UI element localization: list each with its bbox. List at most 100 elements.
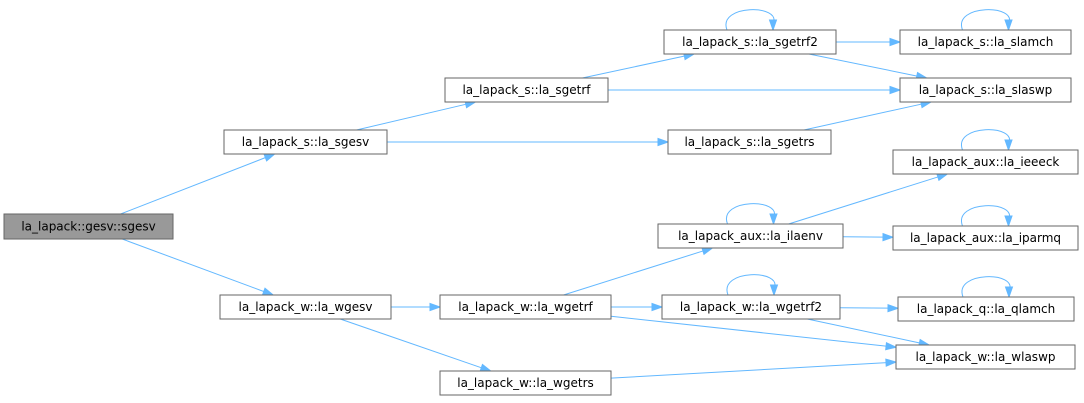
node-la_wgesv[interactable]: la_lapack_w::la_wgesv bbox=[219, 294, 392, 320]
arrow-head bbox=[1004, 286, 1014, 299]
node-label: la_lapack_s::la_sgesv bbox=[242, 135, 370, 149]
node-la_sgetrf2[interactable]: la_lapack_s::la_sgetrf2 bbox=[663, 29, 837, 55]
node-sgesv[interactable]: la_lapack::gesv::sgesv bbox=[3, 213, 174, 240]
edge-la_sgetrf2-to-la_slamch bbox=[836, 37, 902, 47]
node-label: la_lapack_w::la_wgetrf2 bbox=[680, 300, 822, 314]
node-la_sgetrs[interactable]: la_lapack_s::la_sgetrs bbox=[667, 129, 832, 155]
edge-line bbox=[726, 274, 776, 296]
edge-la_sgetrf2-to-la_slaswp bbox=[808, 53, 929, 81]
node-box bbox=[892, 225, 1079, 251]
edge-la_ilaenv-to-la_iparmq bbox=[842, 232, 895, 242]
node-box bbox=[895, 344, 1076, 370]
edge-la_wgetrf-to-la_wlaswp bbox=[610, 315, 898, 351]
node-box bbox=[3, 213, 174, 240]
node-box bbox=[892, 149, 1079, 175]
node-la_wlaswp[interactable]: la_lapack_w::la_wlaswp bbox=[895, 344, 1076, 370]
edge-sgesv-to-la_wgesv bbox=[122, 238, 275, 296]
edge-la_slamch-to-la_slamch bbox=[961, 9, 1013, 32]
edge-line bbox=[340, 318, 483, 369]
edge-line bbox=[610, 362, 888, 379]
arrow-head bbox=[889, 85, 902, 95]
edge-la_ieeeck-to-la_ieeeck bbox=[961, 129, 1013, 152]
node-la_qlamch[interactable]: la_lapack_q::la_qlamch bbox=[897, 296, 1075, 322]
arrow-head bbox=[479, 363, 493, 372]
arrow-head bbox=[769, 284, 779, 297]
edge-la_wgetrf2-to-la_qlamch bbox=[839, 303, 900, 313]
node-label: la_lapack_aux::la_iparmq bbox=[910, 231, 1061, 245]
arrow-head bbox=[429, 302, 442, 312]
node-label: la_lapack_w::la_wgetrs bbox=[457, 376, 594, 390]
node-box bbox=[899, 77, 1072, 103]
arrow-head bbox=[1004, 19, 1013, 32]
arrow-head bbox=[1004, 139, 1013, 152]
arrow-head bbox=[657, 137, 670, 147]
edge-la_wgetrf-to-la_ilaenv bbox=[563, 247, 714, 296]
node-label: la_lapack_w::la_wlaswp bbox=[915, 350, 1055, 364]
node-la_sgesv[interactable]: la_lapack_s::la_sgesv bbox=[223, 129, 388, 155]
node-label: la_lapack_s::la_sgetrf2 bbox=[682, 35, 818, 49]
edge-line bbox=[610, 315, 888, 347]
edge-line bbox=[122, 238, 265, 293]
node-label: la_lapack_aux::la_ieeeck bbox=[912, 155, 1060, 169]
edge-la_sgetrf-to-la_sgetrf2 bbox=[582, 52, 696, 79]
arrow-head bbox=[1004, 215, 1013, 228]
edge-line bbox=[961, 9, 1010, 31]
edge-la_wgesv-to-la_wgetrf bbox=[391, 302, 442, 312]
arrow-head bbox=[768, 19, 778, 32]
node-box bbox=[661, 294, 841, 320]
edge-line bbox=[961, 205, 1010, 227]
node-label: la_lapack_s::la_sgetrs bbox=[684, 135, 814, 149]
nodes-layer: la_lapack::gesv::sgesv la_lapack_s::la_sg… bbox=[3, 29, 1079, 396]
node-la_ieeeck[interactable]: la_lapack_aux::la_ieeeck bbox=[892, 149, 1079, 175]
node-la_sgetrf[interactable]: la_lapack_s::la_sgetrf bbox=[444, 77, 609, 103]
edge-la_sgesv-to-la_sgetrs bbox=[387, 137, 670, 147]
arrow-head bbox=[885, 341, 898, 351]
edge-sgesv-to-la_sgesv bbox=[120, 153, 277, 215]
node-label: la_lapack_w::la_wgesv bbox=[239, 300, 373, 314]
arrow-head bbox=[651, 302, 664, 312]
node-box bbox=[439, 370, 612, 396]
edges-layer bbox=[120, 9, 1014, 379]
node-la_wgetrf2[interactable]: la_lapack_w::la_wgetrf2 bbox=[661, 294, 841, 320]
node-la_iparmq[interactable]: la_lapack_aux::la_iparmq bbox=[892, 225, 1079, 251]
node-label: la_lapack_s::la_sgetrf bbox=[462, 83, 591, 97]
arrow-head bbox=[889, 37, 902, 47]
node-la_slamch[interactable]: la_lapack_s::la_slamch bbox=[899, 29, 1072, 55]
node-box bbox=[899, 29, 1072, 55]
node-la_ilaenv[interactable]: la_lapack_aux::la_ilaenv bbox=[657, 223, 844, 249]
arrow-head bbox=[263, 153, 277, 162]
arrow-head bbox=[261, 287, 275, 296]
arrow-head bbox=[885, 358, 898, 367]
node-la_slaswp[interactable]: la_lapack_s::la_slaswp bbox=[899, 77, 1072, 103]
node-label: la_lapack_s::la_slaswp bbox=[919, 83, 1053, 97]
node-box bbox=[439, 294, 612, 320]
node-label: la_lapack::gesv::sgesv bbox=[21, 220, 155, 234]
edge-line bbox=[725, 9, 775, 31]
node-box bbox=[663, 29, 837, 55]
node-label: la_lapack_w::la_wgetrf bbox=[458, 300, 593, 314]
edge-la_wgesv-to-la_wgetrs bbox=[340, 318, 493, 372]
edge-la_wgetrf2-to-la_wlaswp bbox=[807, 318, 931, 347]
node-la_wgetrs[interactable]: la_lapack_w::la_wgetrs bbox=[439, 370, 612, 396]
node-box bbox=[223, 129, 388, 155]
edge-la_ilaenv-to-la_ieeeck bbox=[788, 173, 949, 225]
node-label: la_lapack_aux::la_ilaenv bbox=[678, 229, 823, 243]
node-box bbox=[219, 294, 392, 320]
node-box bbox=[897, 296, 1075, 322]
edge-la_ilaenv-to-la_ilaenv bbox=[726, 203, 778, 226]
node-box bbox=[444, 77, 609, 103]
edge-line bbox=[961, 276, 1011, 298]
arrow-head bbox=[701, 247, 714, 256]
edge-la_qlamch-to-la_qlamch bbox=[961, 276, 1014, 299]
edge-la_wgetrf2-to-la_wgetrf2 bbox=[726, 274, 779, 297]
edge-la_sgesv-to-la_sgetrf bbox=[356, 100, 477, 131]
arrow-head bbox=[887, 303, 900, 313]
edge-line bbox=[807, 318, 921, 344]
arrow-head bbox=[936, 173, 949, 182]
node-label: la_lapack_s::la_slamch bbox=[918, 35, 1054, 49]
node-la_wgetrf[interactable]: la_lapack_w::la_wgetrf bbox=[439, 294, 612, 320]
edge-line bbox=[808, 53, 918, 77]
edge-la_iparmq-to-la_iparmq bbox=[961, 205, 1013, 228]
node-box bbox=[657, 223, 844, 249]
